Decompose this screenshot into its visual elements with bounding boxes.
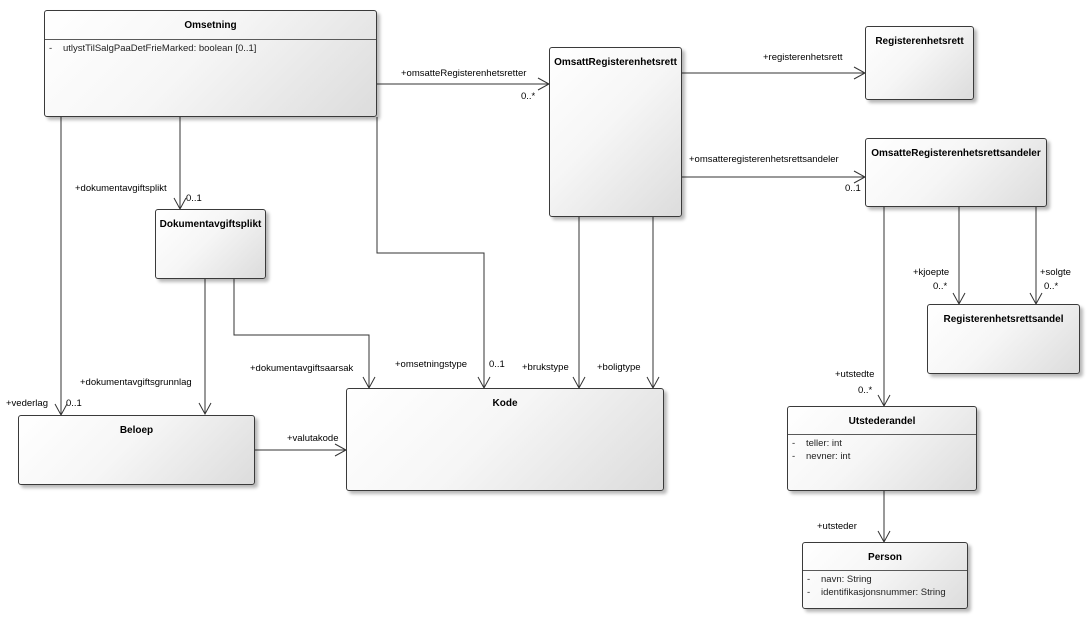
role-brukstype: +brukstype bbox=[522, 362, 569, 373]
multiplicity-omsatte-registerenhetsretter: 0..* bbox=[521, 91, 536, 102]
role-registerenhetsrett: +registerenhetsrett bbox=[763, 52, 843, 63]
class-name: OmsattRegisterenhetsrett bbox=[554, 57, 677, 68]
attribute-text: identifikasjonsnummer: String bbox=[821, 587, 946, 598]
class-registerenhetsrett[interactable]: Registerenhetsrett bbox=[865, 26, 974, 100]
class-name: Utstederandel bbox=[848, 416, 916, 427]
role-boligtype: +boligtype bbox=[597, 362, 641, 373]
role-utsteder: +utsteder bbox=[817, 521, 857, 532]
role-dokumentavgiftsaarsak: +dokumentavgiftsaarsak bbox=[250, 363, 354, 374]
class-dokumentavgiftsplikt[interactable]: Dokumentavgiftsplikt bbox=[155, 209, 266, 279]
compartment-divider bbox=[803, 570, 967, 571]
class-name: Beloep bbox=[119, 425, 154, 436]
class-name: Kode bbox=[492, 398, 518, 409]
role-omsetningstype: +omsetningstype bbox=[395, 359, 468, 370]
class-omsetning[interactable]: Omsetning -utlystTilSalgPaaDetFrieMarked… bbox=[44, 10, 377, 117]
class-name: Registerenhetsrettsandel bbox=[943, 314, 1064, 325]
compartment-divider bbox=[788, 434, 976, 435]
role-vederlag: +vederlag bbox=[6, 398, 48, 409]
class-registerenhetsrettsandel[interactable]: Registerenhetsrettsandel bbox=[927, 304, 1080, 374]
class-omsatte-registerenhetsrettsandeler[interactable]: OmsatteRegisterenhetsrettsandeler bbox=[865, 138, 1047, 207]
class-omsatt-registerenhetsrett[interactable]: OmsattRegisterenhetsrett bbox=[549, 47, 682, 217]
class-beloep[interactable]: Beloep bbox=[18, 415, 255, 485]
attribute-text: utlystTilSalgPaaDetFrieMarked: boolean [… bbox=[63, 43, 257, 54]
arrowhead bbox=[198, 402, 212, 416]
attribute-row: -utlystTilSalgPaaDetFrieMarked: boolean … bbox=[49, 43, 256, 54]
role-solgte: +solgte bbox=[1040, 267, 1071, 278]
role-dokumentavgiftsplikt: +dokumentavgiftsplikt bbox=[75, 183, 167, 194]
attribute-text: nevner: int bbox=[806, 451, 851, 462]
role-omsatte-registerenhetsretter: +omsatteRegisterenhetsretter bbox=[401, 68, 527, 79]
attribute-visibility: - bbox=[49, 43, 53, 54]
attribute-visibility: - bbox=[807, 587, 811, 598]
role-dokumentavgiftsgrunnlag: +dokumentavgiftsgrunnlag bbox=[80, 377, 192, 388]
attribute-visibility: - bbox=[792, 438, 796, 449]
role-kjoepte: +kjoepte bbox=[913, 267, 950, 278]
attribute-row: -navn: String bbox=[807, 574, 872, 585]
class-name: Dokumentavgiftsplikt bbox=[159, 219, 262, 230]
assoc-omsetningstype-line bbox=[376, 117, 485, 387]
attribute-row: -teller: int bbox=[792, 438, 842, 449]
class-name: Registerenhetsrett bbox=[875, 36, 964, 47]
attribute-visibility: - bbox=[807, 574, 811, 585]
class-utstederandel[interactable]: Utstederandel -teller: int -nevner: int bbox=[787, 406, 977, 491]
attribute-text: teller: int bbox=[806, 438, 842, 449]
multiplicity-dokumentavgiftsplikt: 0..1 bbox=[186, 193, 202, 204]
assoc-dokumentavgiftsaarsak-line bbox=[233, 279, 370, 387]
multiplicity-omsetningstype: 0..1 bbox=[489, 359, 505, 370]
role-utstedte: +utstedte bbox=[835, 369, 875, 380]
role-omsatteregisterenhetsrettsandeler: +omsatteregisterenhetsrettsandeler bbox=[689, 154, 839, 165]
multiplicity-kjoepte: 0..* bbox=[933, 281, 948, 292]
attribute-visibility: - bbox=[792, 451, 796, 462]
attribute-text: navn: String bbox=[821, 574, 872, 585]
class-name: OmsatteRegisterenhetsrettsandeler bbox=[871, 148, 1041, 159]
multiplicity-solgte: 0..* bbox=[1044, 281, 1059, 292]
class-name: Omsetning bbox=[184, 20, 237, 31]
multiplicity-utstedte: 0..* bbox=[858, 385, 873, 396]
attribute-row: -nevner: int bbox=[792, 451, 850, 462]
multiplicity-vederlag: 0..1 bbox=[66, 398, 82, 409]
class-person[interactable]: Person -navn: String -identifikasjonsnum… bbox=[802, 542, 968, 609]
class-kode[interactable]: Kode bbox=[346, 388, 664, 491]
multiplicity-omsatteregisterenhetsrettsandeler: 0..1 bbox=[845, 183, 861, 194]
role-valutakode: +valutakode bbox=[287, 433, 339, 444]
compartment-divider bbox=[45, 39, 376, 40]
class-name: Person bbox=[868, 552, 902, 563]
attribute-row: -identifikasjonsnummer: String bbox=[807, 587, 946, 598]
